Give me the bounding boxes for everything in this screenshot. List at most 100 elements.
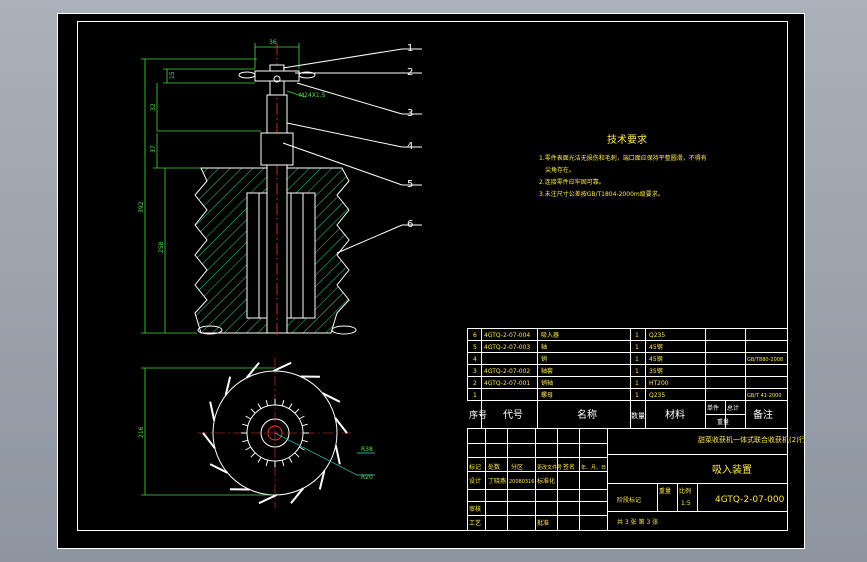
- top-view: [141, 358, 375, 508]
- foot-left: [197, 325, 223, 335]
- tb-approve: 批准: [537, 519, 549, 527]
- sprocket-tooth: [245, 415, 252, 420]
- inner-border: [77, 21, 788, 531]
- leader-lines: [282, 48, 422, 254]
- bom-cell-code: 4GTQ-2-07-004: [484, 332, 530, 339]
- bom-cell-no: 1: [473, 392, 477, 399]
- dim-258: 258: [158, 241, 165, 253]
- bom-cell-qty: 1: [635, 332, 639, 339]
- tb-weight: 重量: [659, 487, 671, 495]
- sprocket-tooth: [265, 459, 269, 466]
- balloon-5: 5: [407, 179, 413, 190]
- bolt-left: [238, 71, 256, 79]
- radial-blade: [334, 445, 341, 465]
- bom-cell-mat: 45钢: [649, 355, 663, 363]
- hdr-note: 备注: [753, 408, 773, 421]
- bom-cell-note: GB/T880-2008: [747, 357, 783, 363]
- bom-cell-mat: Q235: [649, 332, 665, 339]
- bom-header: 序号 代号 名称 数量 材料 单件 总计 重量 备注: [469, 404, 773, 426]
- design-title: 甜菜收获机一体式联合收获机(2)行: [698, 435, 805, 444]
- balloon-2: 2: [407, 67, 413, 78]
- dim-37: 37: [150, 145, 157, 153]
- bom-cell-no: 6: [473, 332, 477, 339]
- bom-cell-code: 4GTQ-2-07-003: [484, 344, 530, 351]
- sprocket-tooth: [298, 446, 305, 451]
- sprocket-tooth: [265, 400, 269, 407]
- balloon-6: 6: [407, 219, 413, 230]
- bom-cell-qty: 1: [635, 392, 639, 399]
- pin-hole: [273, 75, 281, 83]
- sprocket-tooth: [298, 415, 305, 420]
- sprocket-tooth: [250, 408, 256, 414]
- hdr-total: 总计: [727, 404, 739, 412]
- sprocket-tooth: [301, 439, 308, 443]
- bom-cell-name: 轴: [541, 343, 547, 351]
- bom-cell-no: 5: [473, 344, 477, 351]
- tb-docno: 更改文件号: [537, 464, 562, 471]
- dim-15: 15: [169, 71, 176, 79]
- title-block: [467, 428, 788, 531]
- dim-r20: R20: [361, 474, 373, 481]
- sprocket-tooth: [257, 403, 262, 410]
- bom-cell-qty: 1: [635, 368, 639, 375]
- tb-count: 处数: [488, 463, 500, 471]
- tb-scale: 比例: [679, 487, 691, 495]
- bolt-right: [298, 71, 316, 79]
- hdr-no: 序号: [469, 409, 487, 421]
- sleeve: [260, 132, 294, 166]
- bom-cell-no: 2: [473, 380, 477, 387]
- part-name: 吸入装置: [712, 463, 752, 476]
- bom-cell-qty: 1: [635, 380, 639, 387]
- tb-designer-label: 设计: [469, 477, 481, 485]
- cavity-wall-right: [290, 192, 304, 319]
- dim-thread: M24X1.5: [299, 92, 326, 99]
- sprocket-tooth: [250, 452, 256, 458]
- sprocket-tooth: [245, 446, 252, 451]
- bom-cell-mat: HT200: [649, 380, 669, 387]
- sprocket-tooth: [242, 439, 249, 443]
- hdr-code: 代号: [503, 409, 523, 421]
- bom-cell-mat: 35钢: [649, 367, 663, 375]
- drawing-canvas: 36 15 32 M24X1.5 37 392 258 1 2 3 4 5 6: [57, 13, 805, 549]
- radial-blade: [209, 463, 228, 474]
- bom-cell-qty: 1: [635, 344, 639, 351]
- tb-mark: 标记: [469, 463, 481, 471]
- tb-scale-val: 1:5: [681, 500, 691, 507]
- sprocket-tooth: [242, 423, 249, 427]
- tb-std: 标准化: [537, 477, 555, 485]
- radial-blade: [290, 487, 305, 504]
- tb-stage: 阶段标记: [617, 496, 641, 504]
- radial-blade: [322, 392, 341, 403]
- sprocket-tooth: [288, 403, 293, 410]
- balloon-3: 3: [407, 108, 413, 119]
- radial-blade: [334, 417, 348, 434]
- sprocket-tooth: [281, 400, 285, 407]
- radius-leader: [274, 432, 358, 476]
- sprocket-tooth: [257, 456, 262, 463]
- tech-line-2: 尖角存在。: [545, 166, 575, 174]
- hdr-qty: 数量: [631, 411, 645, 420]
- bom-cell-note: GB/T 41-2000: [747, 393, 782, 399]
- sprocket-tooth: [281, 459, 285, 466]
- sprocket-tooth: [294, 408, 300, 414]
- tb-sign: 签名: [563, 463, 575, 471]
- sprocket-tooth: [288, 456, 293, 463]
- bom-cell-no: 3: [473, 368, 477, 375]
- bom-cell-code: 4GTQ-2-07-001: [484, 380, 530, 387]
- tb-designer: 丁晓燕: [488, 477, 506, 485]
- tech-line-3: 2.连接零件应牢固可靠。: [539, 178, 605, 186]
- hdr-mat: 材料: [665, 408, 685, 421]
- radial-blade: [245, 362, 260, 379]
- hdr-name: 名称: [577, 408, 597, 421]
- tech-requirements: 技术要求 1.零件表面光洁无损伤和毛刺，端口面应保持平整圆滑，不得有 尖角存在。…: [539, 133, 707, 198]
- radial-blade: [209, 401, 216, 421]
- drawing-sheet: 36 15 32 M24X1.5 37 392 258 1 2 3 4 5 6: [57, 13, 805, 549]
- bom-cell-code: 4GTQ-2-07-002: [484, 368, 530, 375]
- dim-top-width: 36: [269, 39, 277, 46]
- bom-cell-name: 销: [541, 355, 547, 363]
- foot-right: [331, 325, 357, 335]
- radial-blade: [202, 432, 216, 449]
- tb-review: 审核: [469, 505, 481, 513]
